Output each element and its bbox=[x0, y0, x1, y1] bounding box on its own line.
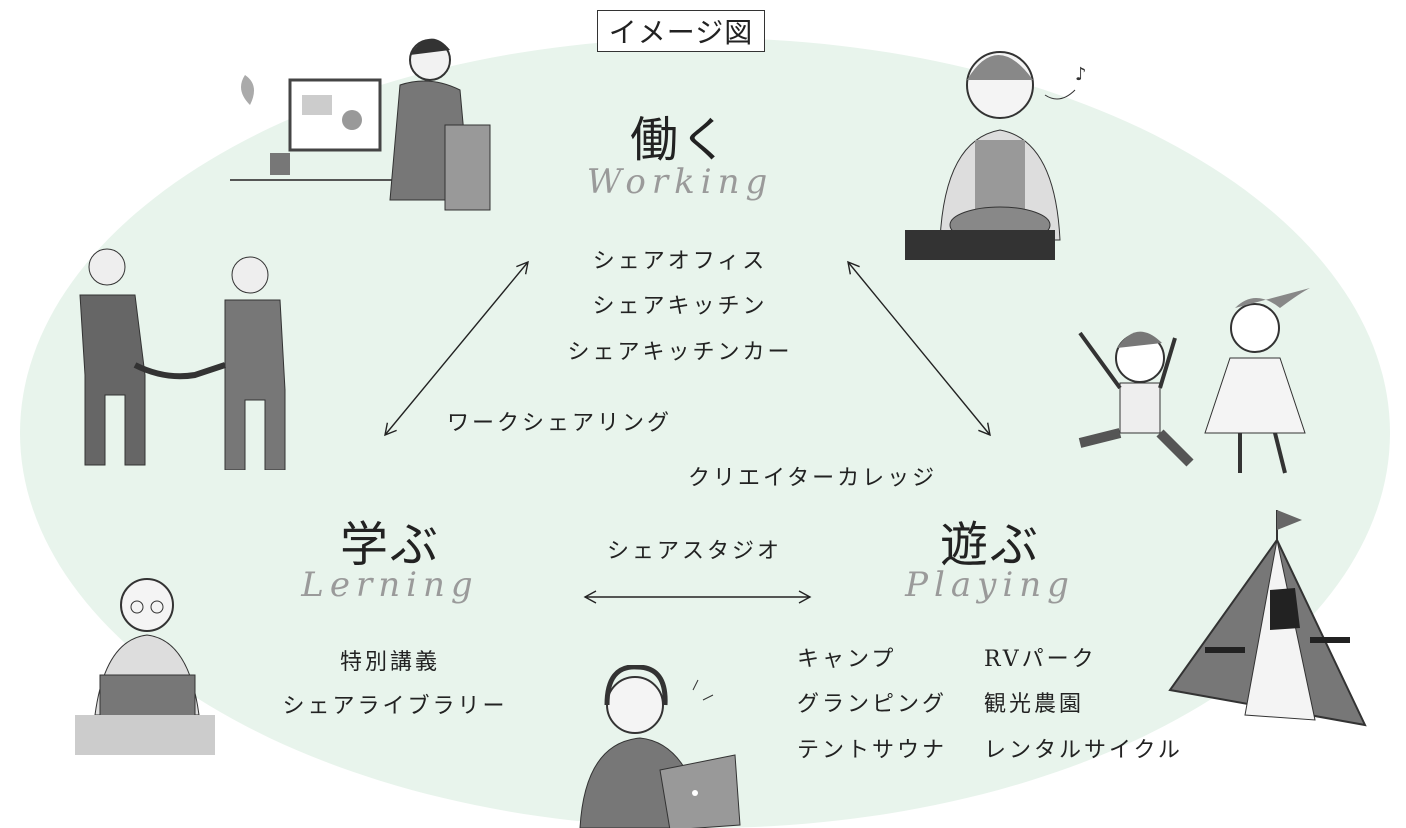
svg-text:♪: ♪ bbox=[1075, 64, 1087, 85]
play-item-tourist-farm: 観光農園 bbox=[984, 692, 1085, 717]
work-item-share-kitchen-car: シェアキッチンカー bbox=[567, 340, 793, 365]
play-label: 遊ぶ bbox=[939, 517, 1040, 573]
play-item-glamping: グランピング bbox=[797, 692, 948, 717]
learn-script: Lerning bbox=[301, 565, 479, 605]
learn-item-special-lecture: 特別講義 bbox=[339, 650, 440, 675]
learn-label: 学ぶ bbox=[339, 517, 440, 573]
work-item-share-office: シェアオフィス bbox=[592, 249, 768, 274]
play-item-rv-park: RVパーク bbox=[984, 647, 1097, 672]
headset-woman-illustration bbox=[579, 665, 741, 828]
link-label-share-studio: シェアスタジオ bbox=[607, 539, 783, 564]
handshake-illustration bbox=[79, 248, 286, 470]
play-item-camp: キャンプ bbox=[797, 647, 897, 672]
work-item-share-kitchen: シェアキッチン bbox=[592, 294, 768, 319]
diagram-title: イメージ図 bbox=[597, 10, 765, 52]
learn-item-share-library: シェアライブラリー bbox=[282, 694, 508, 719]
cooking-woman-illustration: ♪ bbox=[905, 51, 1087, 260]
play-item-rental-cycle: レンタルサイクル bbox=[984, 738, 1183, 763]
arrow-work-play bbox=[847, 260, 991, 437]
play-item-tent-sauna: テントサウナ bbox=[797, 738, 948, 763]
arrow-work-learn bbox=[384, 260, 529, 437]
teacher-reading-illustration bbox=[75, 578, 215, 755]
office-worker-illustration bbox=[230, 38, 491, 211]
link-label-creator-college: クリエイターカレッジ bbox=[688, 466, 938, 491]
work-label: 働く bbox=[629, 112, 730, 168]
jumping-children-illustration bbox=[1078, 288, 1310, 474]
tent-illustration bbox=[1168, 510, 1367, 727]
work-script: Working bbox=[586, 162, 774, 202]
play-script: Playing bbox=[905, 565, 1075, 605]
